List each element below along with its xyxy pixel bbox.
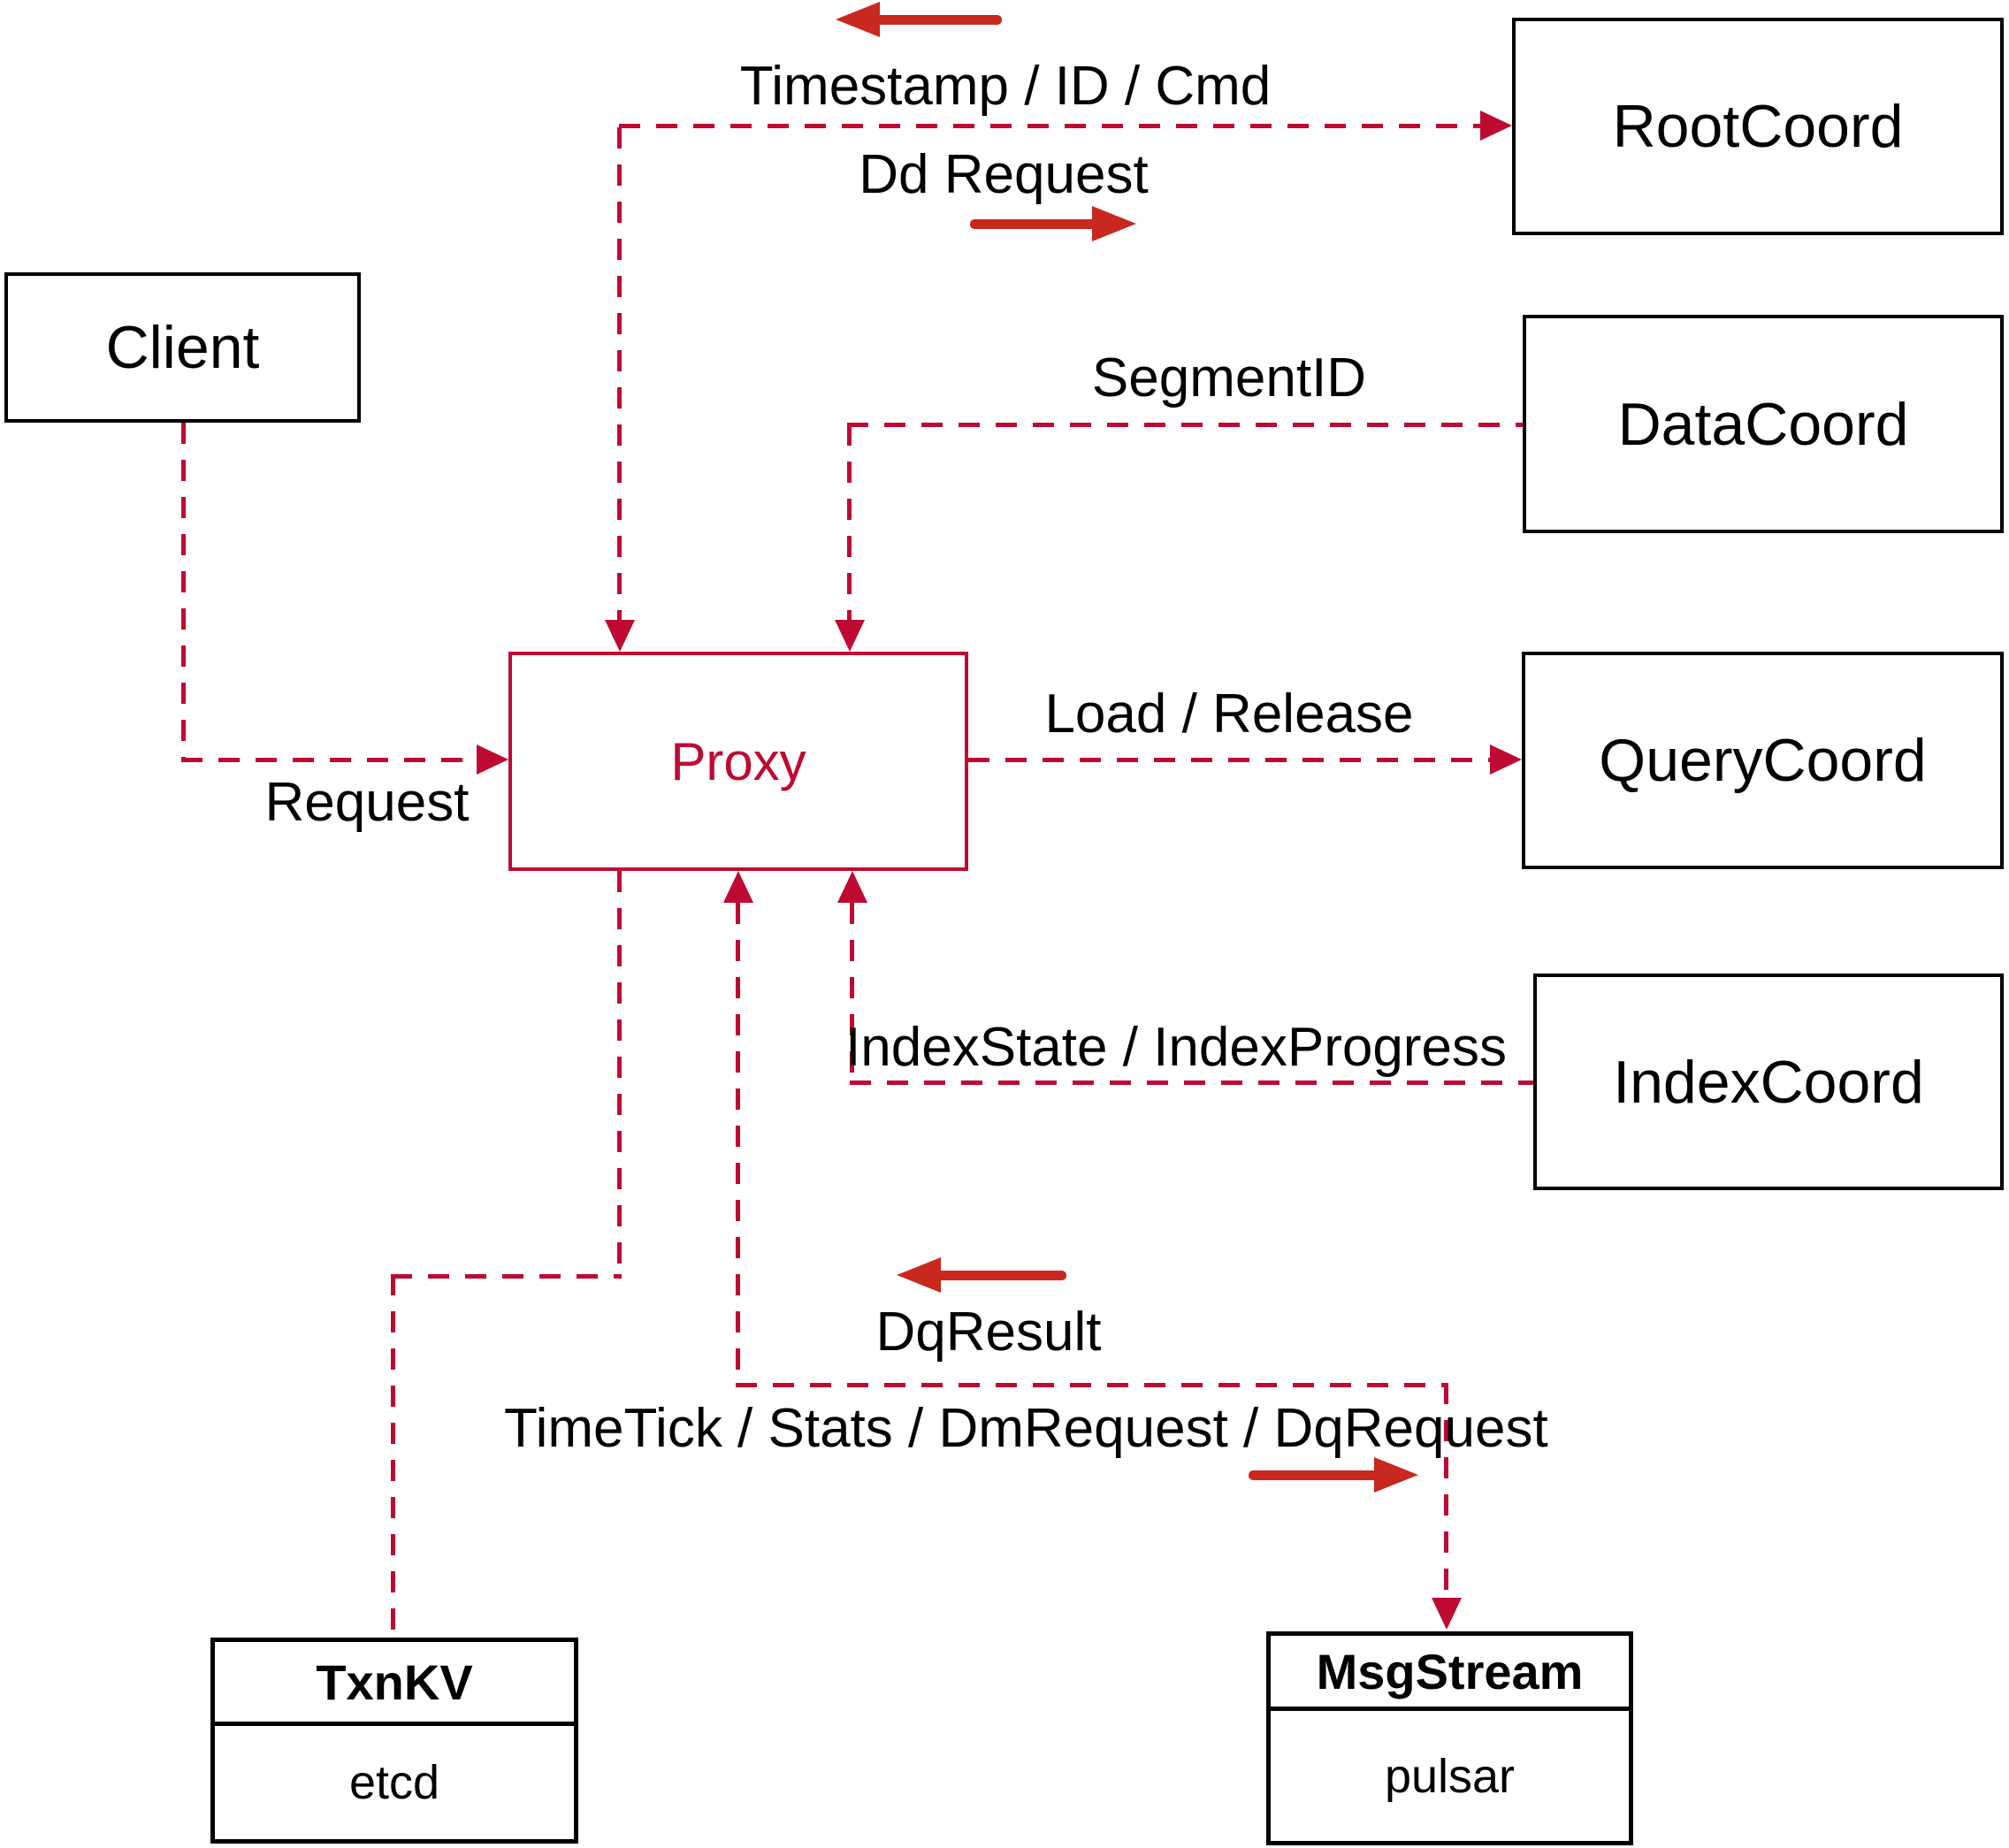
edge-label-segment-id: SegmentID xyxy=(1091,347,1367,409)
node-client-label: Client xyxy=(105,314,260,381)
node-txnkv-title: TxnKV xyxy=(215,1642,574,1726)
arrow-shaft xyxy=(873,15,1002,25)
node-proxy: Proxy xyxy=(508,652,968,871)
edge-proxy-rootcoord-vertical xyxy=(617,127,622,620)
edge-datacoord-proxy-vertical xyxy=(847,424,852,620)
node-querycoord-label: QueryCoord xyxy=(1599,727,1927,794)
edge-proxy-querycoord-horizontal xyxy=(968,758,1490,762)
left-arrow-head-icon xyxy=(836,2,880,37)
arrow-shaft xyxy=(934,1271,1066,1280)
left-arrow-icon xyxy=(897,1257,1066,1293)
node-datacoord: DataCoord xyxy=(1523,315,2004,533)
up-arrowhead-icon xyxy=(837,871,867,903)
edge-label-request: Request xyxy=(264,772,470,833)
edge-label-dq-result: DqResult xyxy=(875,1302,1102,1363)
edge-proxy-txnkv-vertical-1 xyxy=(617,871,622,1276)
right-arrow-head-icon xyxy=(1092,206,1136,241)
node-rootcoord-label: RootCoord xyxy=(1612,93,1904,160)
edge-proxy-msgstream-vertical-1 xyxy=(736,903,740,1387)
node-client: Client xyxy=(4,272,361,423)
left-arrow-head-icon xyxy=(897,1257,941,1293)
edge-proxy-rootcoord-horizontal xyxy=(619,124,1480,128)
node-datacoord-label: DataCoord xyxy=(1617,390,1909,458)
edge-indexcoord-proxy-horizontal xyxy=(850,1081,1533,1085)
arrow-shaft xyxy=(970,219,1099,229)
edge-proxy-txnkv-vertical-2 xyxy=(391,1274,395,1638)
down-arrowhead-icon xyxy=(605,620,635,652)
right-arrow-head-icon xyxy=(1374,1457,1418,1493)
node-proxy-label: Proxy xyxy=(670,731,806,791)
node-indexcoord-label: IndexCoord xyxy=(1613,1048,1924,1116)
edge-datacoord-proxy-horizontal xyxy=(847,423,1523,427)
edge-proxy-msgstream-horizontal xyxy=(736,1383,1448,1387)
node-msgstream: MsgStream pulsar xyxy=(1266,1631,1633,1845)
node-msgstream-title: MsgStream xyxy=(1271,1636,1629,1711)
arrow-shaft xyxy=(1249,1470,1381,1480)
edge-client-proxy-vertical xyxy=(181,423,186,760)
up-arrowhead-icon xyxy=(723,871,753,903)
node-indexcoord: IndexCoord xyxy=(1533,974,2004,1190)
node-querycoord: QueryCoord xyxy=(1522,652,2004,869)
node-msgstream-impl: pulsar xyxy=(1384,1749,1516,1803)
right-arrowhead-icon xyxy=(1480,111,1512,141)
left-arrow-icon xyxy=(836,2,1002,37)
down-arrowhead-icon xyxy=(835,620,865,652)
node-rootcoord: RootCoord xyxy=(1512,18,2004,235)
right-arrowhead-icon xyxy=(1490,745,1522,775)
edge-label-timetick-stats: TimeTick / Stats / DmRequest / DqRequest xyxy=(504,1398,1548,1459)
edge-label-index-state-progress: IndexState / IndexProgress xyxy=(845,1017,1507,1078)
edge-label-load-release: Load / Release xyxy=(1044,683,1414,745)
edge-label-timestamp-id-cmd: Timestamp / ID / Cmd xyxy=(739,56,1272,117)
edge-proxy-txnkv-horizontal xyxy=(391,1274,622,1279)
right-arrowhead-icon xyxy=(477,745,508,775)
edge-label-dd-request: Dd Request xyxy=(859,144,1149,205)
node-txnkv: TxnKV etcd xyxy=(210,1638,578,1844)
right-arrow-icon xyxy=(1249,1457,1418,1493)
right-arrow-icon xyxy=(970,206,1136,241)
edge-client-proxy-horizontal xyxy=(181,758,477,762)
edge-indexcoord-proxy-vertical xyxy=(850,903,854,1085)
node-txnkv-impl: etcd xyxy=(348,1756,440,1809)
down-arrowhead-icon xyxy=(1432,1598,1462,1630)
edge-proxy-msgstream-vertical-2 xyxy=(1444,1383,1448,1598)
